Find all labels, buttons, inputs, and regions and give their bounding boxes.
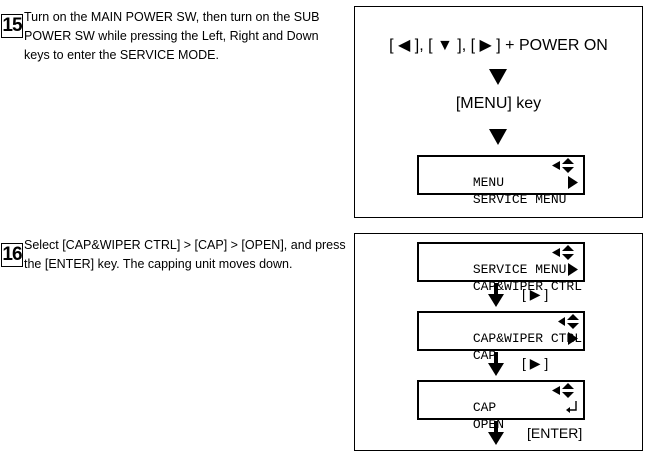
right-arrow-icon <box>568 176 578 189</box>
right-key-label: [ ▶ ] <box>522 355 549 371</box>
lcd-cap-wiper-display: CAP&WIPER CTRL CAP <box>417 311 585 363</box>
lcd-menu-display: MENU SERVICE MENU <box>417 155 585 207</box>
left-up-down-icon <box>552 158 574 173</box>
right-key-label: [ ▶ ] <box>522 286 549 302</box>
lcd-line-1: MENU <box>419 157 583 190</box>
right-arrow-icon <box>568 332 578 345</box>
keys-power-on-label: [ ◀ ], [ ▼ ], [ ▶ ] + POWER ON <box>389 37 608 54</box>
down-arrow-icon <box>488 352 504 376</box>
menu-key-label: [MENU] key <box>455 95 542 112</box>
step-15-text: Turn on the MAIN POWER SW, then turn on … <box>24 10 320 62</box>
lcd-text: SERVICE MENU <box>472 262 567 277</box>
lcd-text: CAP <box>472 348 497 363</box>
left-up-down-icon <box>552 245 574 260</box>
lcd-line-2: CAP <box>419 330 583 363</box>
lcd-text: CAP&WIPER CTRL <box>472 331 583 346</box>
lcd-text: CAP&WIPER CTRL <box>472 279 583 294</box>
lcd-text: MENU <box>472 175 505 190</box>
lcd-service-menu-display: SERVICE MENU CAP&WIPER CTRL <box>417 242 585 294</box>
down-arrow-icon <box>488 283 504 307</box>
lcd-line-2: OPEN <box>419 399 583 432</box>
left-up-down-icon <box>552 383 574 398</box>
down-arrow-icon <box>489 129 507 145</box>
lcd-text: CAP <box>472 400 497 415</box>
enter-icon <box>566 401 577 413</box>
lcd-cap-open-display: CAP OPEN <box>417 380 585 432</box>
right-arrow-icon <box>568 263 578 276</box>
lcd-line-1: CAP <box>419 382 583 415</box>
lcd-line-2: SERVICE MENU <box>419 174 583 207</box>
lcd-line-1: SERVICE MENU <box>419 244 583 277</box>
step-16-text: Select [CAP&WIPER CTRL] > [CAP] > [OPEN]… <box>24 238 346 271</box>
left-up-down-icon <box>558 314 579 329</box>
step-15-diagram: [ ◀ ], [ ▼ ], [ ▶ ] + POWER ON [MENU] ke… <box>354 6 643 218</box>
lcd-line-2: CAP&WIPER CTRL <box>419 261 583 294</box>
lcd-text: SERVICE MENU <box>472 192 567 207</box>
step-15-number: 15 <box>1 14 23 38</box>
step-16-number: 16 <box>1 243 23 267</box>
lcd-line-1: CAP&WIPER CTRL <box>419 313 583 346</box>
enter-key-label: [ENTER] <box>527 425 583 441</box>
down-arrow-icon <box>488 421 504 445</box>
down-arrow-icon <box>489 69 507 85</box>
step-16-diagram: SERVICE MENU CAP&WIPER CTRL [ ▶ ] CAP&WI… <box>354 233 643 451</box>
